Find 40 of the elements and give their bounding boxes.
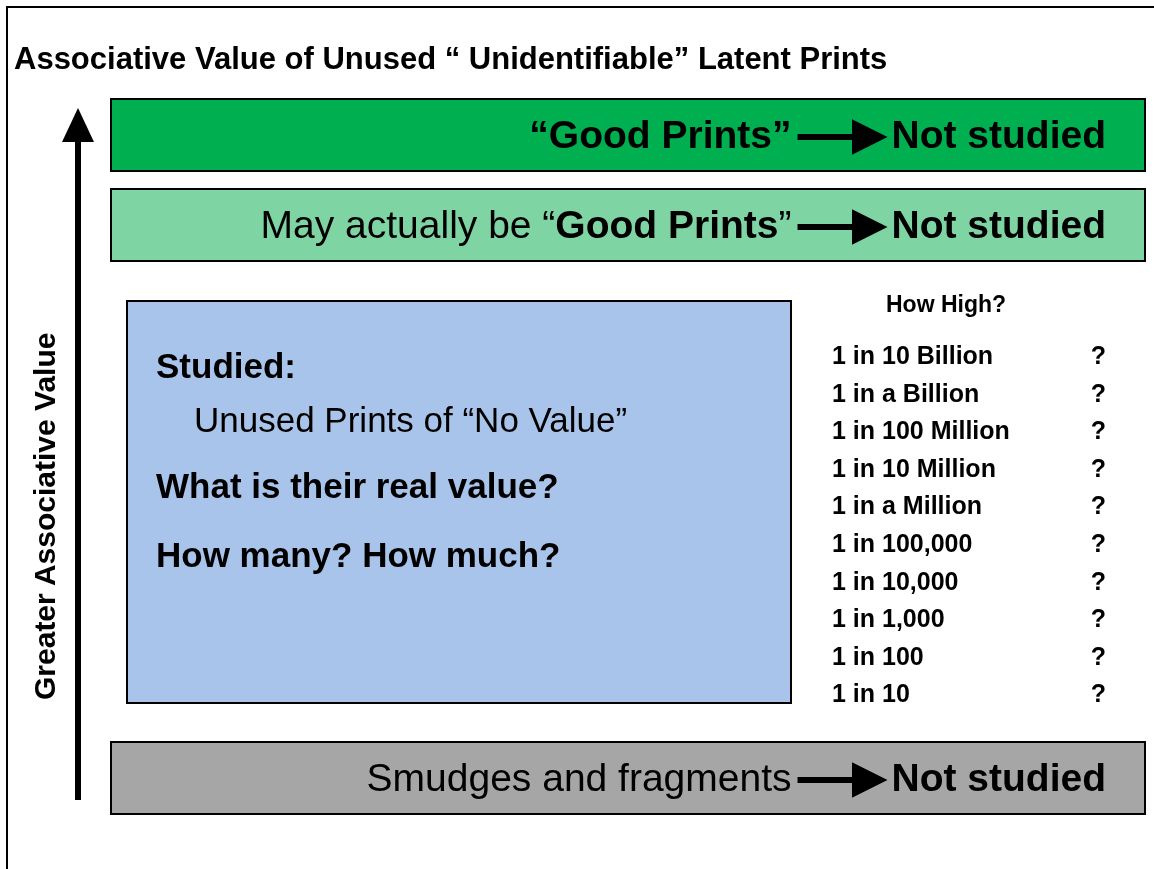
band-text: Smudges and fragments (366, 753, 792, 803)
table-cell-text: 1 in 10,000 (832, 565, 959, 597)
title: Associative Value of Unused “ Unidentifiable” Latent Prints (14, 40, 888, 78)
table-cell-text: 1 in 1,000 (832, 603, 945, 635)
table-cell-text: ? (1090, 415, 1106, 447)
band (110, 741, 1146, 815)
table-cell-text: ? (1090, 490, 1106, 522)
arrow (797, 762, 888, 798)
table-cell-text: ? (1090, 603, 1106, 635)
table-cell-text: 1 in a Million (832, 490, 982, 522)
band (110, 98, 1146, 172)
box-text: Unused Prints of “No Value” (193, 398, 629, 441)
table-cell-text: 1 in 10 (832, 678, 910, 710)
band (110, 188, 1146, 262)
table-cell-text: 1 in 10 Million (832, 452, 996, 484)
table-cell-text: 1 in a Billion (832, 377, 980, 409)
table-cell-text: ? (1090, 678, 1106, 710)
table-cell-text: ? (1090, 377, 1106, 409)
table-cell-text: ? (1090, 565, 1106, 597)
table-cell-text: 1 in 100 Million (832, 415, 1010, 447)
table-cell-text: ? (1090, 452, 1106, 484)
axis-label: Greater Associative Value (27, 332, 62, 700)
table-cell-text: ? (1090, 340, 1106, 372)
box-text: How many? How much? (156, 534, 562, 577)
table-cell-text: ? (1090, 640, 1106, 672)
table-cell-text: 1 in 100,000 (832, 528, 973, 559)
box-text: What is their real value? (156, 464, 560, 507)
arrow (797, 209, 888, 245)
band-text: Not studied (891, 753, 1106, 803)
band-text: Not studied (891, 200, 1106, 250)
table-heading: How High? (886, 290, 1007, 319)
table-cell-text: 1 in 100 (832, 640, 924, 672)
box-text: Studied: (156, 345, 297, 387)
table-cell-text: ? (1090, 528, 1106, 559)
study-box (126, 300, 792, 704)
band-text: “Good Prints” (529, 110, 792, 160)
arrow (797, 119, 888, 155)
table-cell-text: 1 in 10 Billion (832, 340, 994, 372)
band-text: May actually be “Good Prints” (260, 200, 792, 250)
band-text: Not studied (891, 110, 1106, 160)
